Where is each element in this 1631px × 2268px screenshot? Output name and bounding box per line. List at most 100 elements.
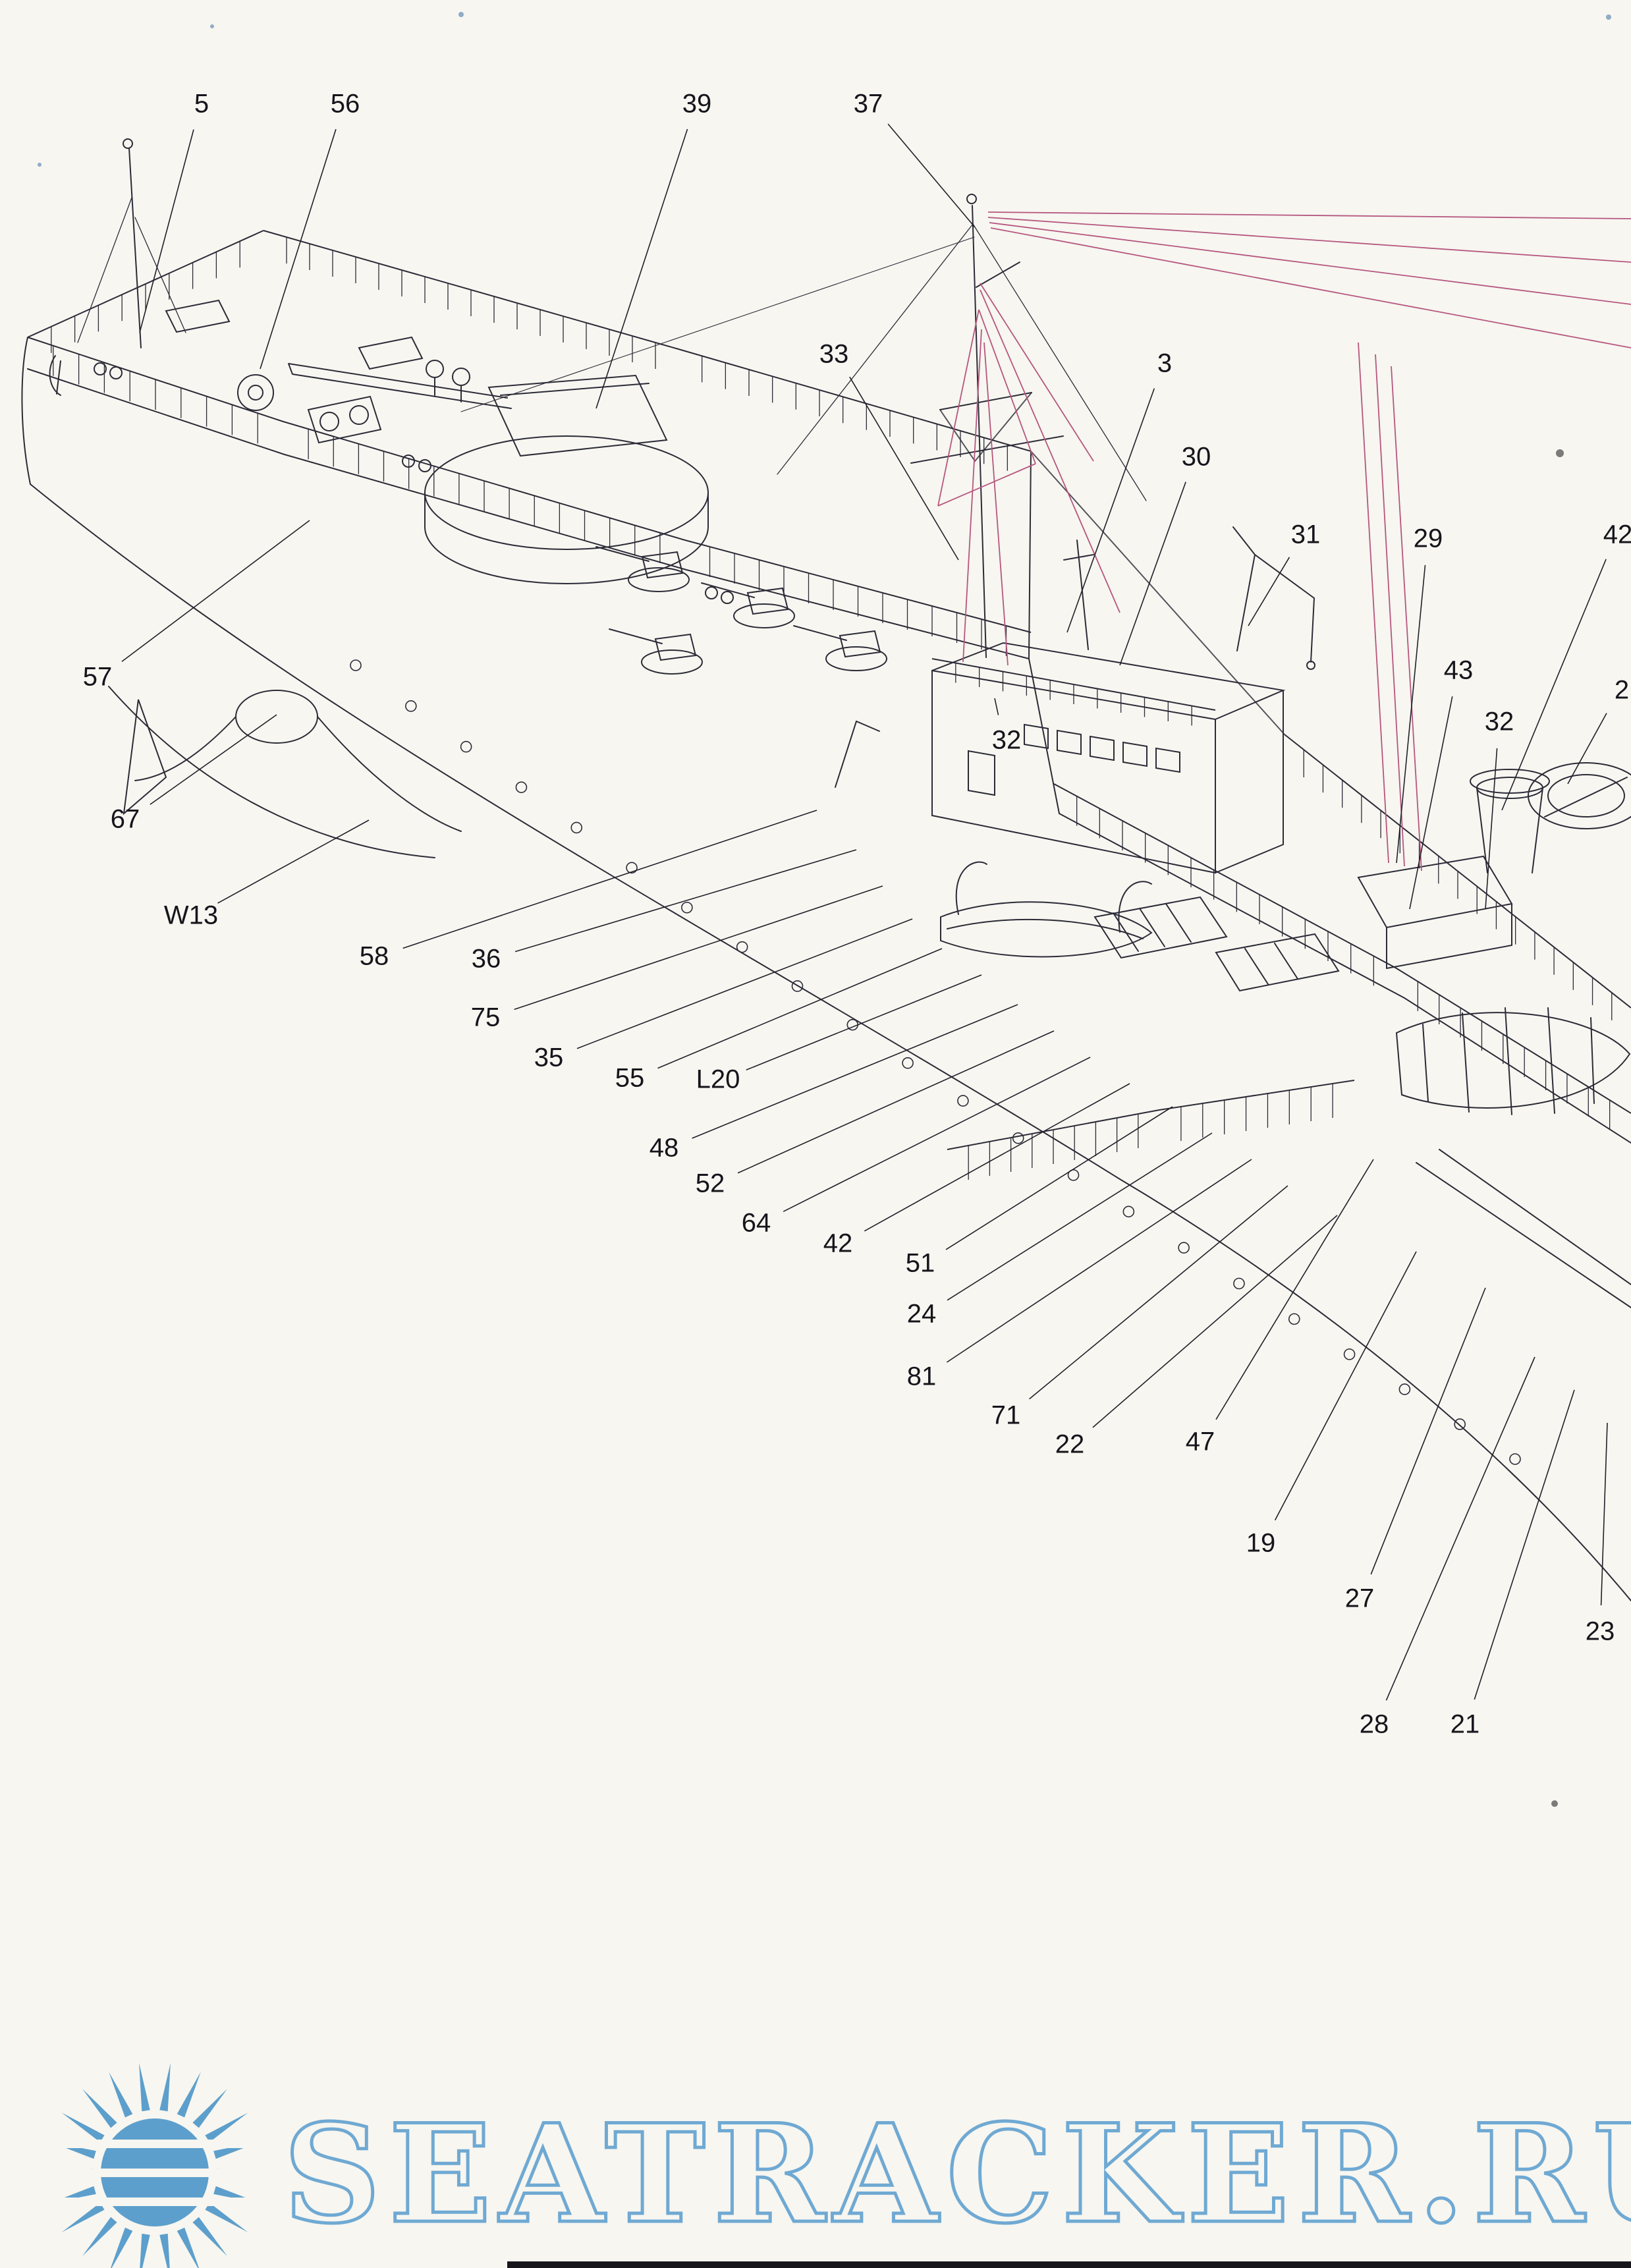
forestay bbox=[460, 236, 975, 412]
mine-rails bbox=[1416, 1149, 1631, 1308]
bollard bbox=[721, 591, 734, 604]
part-label-51: 51 bbox=[905, 1248, 935, 1278]
part-label-32: 32 bbox=[991, 725, 1022, 755]
mast-yards bbox=[910, 392, 1064, 464]
bridge-side-face bbox=[1215, 690, 1284, 873]
watermark-text: SEATRACKER.RU bbox=[283, 2095, 1631, 2254]
winch-drum-2 bbox=[349, 405, 369, 425]
aft-tub-detail bbox=[1544, 777, 1628, 817]
bridge-windows bbox=[968, 723, 1180, 796]
railings-and-portholes bbox=[27, 230, 1631, 1465]
part-label-L20: L20 bbox=[696, 1065, 740, 1094]
part-label-24: 24 bbox=[906, 1299, 937, 1329]
part-label-21: 21 bbox=[1450, 1709, 1480, 1739]
bollard bbox=[94, 362, 107, 375]
deck-break bbox=[1028, 658, 1060, 814]
part-label-28: 28 bbox=[1359, 1709, 1389, 1739]
aft-deckhouse bbox=[1357, 855, 1513, 969]
jackstaff-ball bbox=[123, 138, 133, 149]
part-label-22: 22 bbox=[1055, 1429, 1085, 1459]
mast-gaff bbox=[976, 262, 1020, 288]
bow-stem bbox=[21, 337, 31, 485]
crane-hook bbox=[1306, 661, 1315, 670]
part-label-37: 37 bbox=[853, 89, 883, 119]
part-label-48: 48 bbox=[649, 1133, 679, 1163]
fore-hatch-2 bbox=[358, 336, 424, 370]
part-label-27: 27 bbox=[1344, 1584, 1375, 1613]
aft-boat-ribs bbox=[1422, 1007, 1595, 1115]
engine-skylight-2 bbox=[1215, 933, 1340, 992]
part-label-75: 75 bbox=[470, 1003, 501, 1032]
jackstaff-stays bbox=[77, 197, 186, 343]
turret-roof-line bbox=[500, 383, 650, 396]
bridge-roof bbox=[931, 642, 1286, 720]
dome-fairing bbox=[317, 716, 462, 832]
vent-funnel-cap bbox=[1470, 769, 1550, 794]
part-label-47: 47 bbox=[1185, 1427, 1215, 1456]
part-label-33: 33 bbox=[819, 339, 849, 369]
bollard bbox=[109, 366, 123, 379]
vent-funnel-body bbox=[1476, 787, 1543, 873]
hull-sweep-curve bbox=[108, 686, 435, 858]
sun-logo-icon bbox=[44, 2062, 265, 2268]
rigging-lines bbox=[937, 211, 1631, 871]
fore-deck-edge bbox=[27, 368, 1030, 659]
forecastle-break bbox=[1028, 451, 1032, 659]
scan-edge-strip bbox=[507, 2261, 1631, 2268]
fore-davit bbox=[835, 720, 880, 788]
part-label-43: 43 bbox=[1443, 655, 1474, 685]
midship-boat-keel-line bbox=[947, 918, 1144, 939]
dome-strut bbox=[134, 716, 236, 781]
part-label-64: 64 bbox=[741, 1208, 771, 1238]
aft-boat bbox=[1395, 1012, 1631, 1109]
jackstaff bbox=[128, 148, 142, 348]
part-label-3: 3 bbox=[1157, 348, 1173, 378]
gun-platform bbox=[424, 435, 709, 550]
aft-gun-tub-inner bbox=[1547, 774, 1625, 817]
midship-boat bbox=[940, 901, 1153, 958]
bow-fin bbox=[123, 699, 167, 816]
bollard bbox=[705, 586, 718, 599]
part-label-36: 36 bbox=[471, 944, 501, 974]
part-label-29: 29 bbox=[1413, 524, 1443, 553]
boat-davits bbox=[955, 861, 1152, 933]
capstan-core bbox=[248, 385, 263, 401]
part-label-23: 23 bbox=[1585, 1617, 1615, 1646]
capstan bbox=[237, 374, 274, 411]
gun-platform-skirt bbox=[424, 492, 709, 584]
ship-line-art bbox=[21, 138, 1631, 1601]
aa-gun-mounts bbox=[595, 546, 887, 675]
vent-cowl bbox=[452, 368, 470, 386]
part-label-42: 42 bbox=[823, 1229, 853, 1258]
part-label-71: 71 bbox=[991, 1400, 1021, 1430]
part-label-55: 55 bbox=[615, 1063, 645, 1093]
part-label-42: 42 bbox=[1603, 520, 1631, 549]
part-label-52: 52 bbox=[695, 1169, 725, 1198]
leader-lines bbox=[121, 123, 1608, 1701]
part-label-39: 39 bbox=[682, 89, 712, 119]
part-label-2: 2 bbox=[1614, 675, 1630, 705]
part-label-35: 35 bbox=[534, 1043, 564, 1072]
boat-crane bbox=[1232, 526, 1315, 663]
hull-bottom-line bbox=[30, 484, 1631, 1601]
scan-specks bbox=[38, 12, 1611, 1807]
gun-barrel bbox=[288, 363, 512, 409]
part-label-56: 56 bbox=[330, 89, 360, 119]
aft-deck-edge bbox=[1059, 813, 1631, 1144]
part-label-W13: W13 bbox=[163, 900, 219, 930]
anchor-winch bbox=[307, 395, 382, 444]
vent-funnel-top bbox=[1476, 777, 1543, 799]
engine-skylight bbox=[1093, 896, 1228, 959]
part-label-30: 30 bbox=[1181, 442, 1211, 472]
part-label-81: 81 bbox=[906, 1362, 937, 1391]
main-mast bbox=[972, 205, 987, 658]
gun-turret bbox=[487, 374, 668, 457]
part-label-32: 32 bbox=[1484, 707, 1514, 736]
yard-braces bbox=[939, 392, 1032, 462]
vent-cowl bbox=[426, 360, 444, 378]
part-label-5: 5 bbox=[194, 89, 209, 119]
part-label-58: 58 bbox=[359, 941, 389, 971]
sun-stripes bbox=[33, 2140, 283, 2206]
